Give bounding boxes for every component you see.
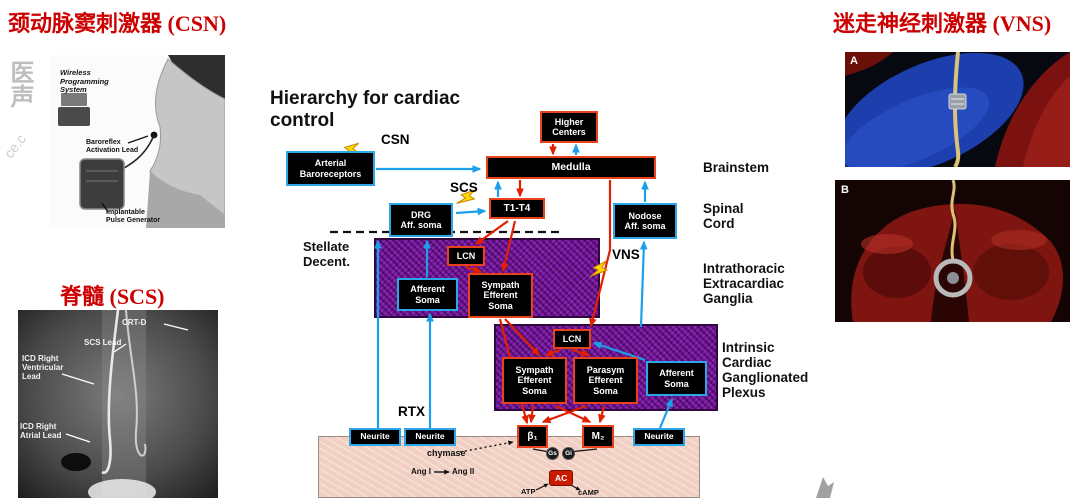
atp-label: ATP (521, 487, 536, 496)
icd-ra-label: ICD Right Atrial Lead (20, 422, 62, 441)
bright-region (88, 479, 156, 498)
node-nodose-aff-soma: Nodose Aff. soma (613, 203, 677, 239)
crtd-label: CRT-D (122, 318, 147, 327)
brainstem-label: Brainstem (703, 160, 770, 175)
node-sympath-efferent-soma-1: Sympath Efferent Soma (468, 273, 533, 318)
pulse-generator-device (79, 158, 125, 210)
node-m2-receptor: M₂ (582, 425, 614, 448)
node-afferent-soma-2: Afferent Soma (646, 361, 707, 396)
csn-label: CSN (381, 132, 410, 147)
csn-device-figure: Wireless Programming System Baroreflex A… (50, 55, 225, 228)
node-arterial-baroreceptors: Arterial Baroreceptors (286, 151, 375, 186)
electrode-clip (948, 93, 967, 110)
watermark-arc-text: ce.c (0, 130, 30, 162)
vessel-shade-right (973, 244, 1049, 300)
rtx-label: RTX (398, 404, 425, 419)
adenylyl-cyclase-box: AC (549, 470, 574, 486)
device-wire (950, 180, 957, 261)
node-parasym-efferent-soma: Parasym Efferent Soma (573, 357, 638, 404)
ang1-label: Ang I (411, 467, 431, 476)
wireless-system-label: Wireless Programming System (60, 68, 109, 95)
node-medulla: Medulla (486, 156, 656, 179)
implant-ring (933, 258, 973, 298)
node-neurite-3: Neurite (633, 428, 685, 446)
spinal-cord-label: Spinal Cord (703, 201, 744, 232)
label-arrow (127, 135, 149, 144)
vns-figure-b: B (835, 180, 1070, 322)
pulse-generator-label: Implantable Pulse Generator (106, 209, 161, 225)
camp-label: cAMP (578, 488, 599, 497)
node-lcn-2: LCN (553, 329, 591, 349)
lead-coil (61, 453, 91, 471)
highlight-streak (861, 234, 913, 254)
scs-label: SCS (450, 180, 478, 195)
baroreflex-lead-label: Baroreflex Activation Lead (86, 139, 139, 155)
scs-xray-figure: CRT-D SCS Lead ICD Right Ventricular Lea… (18, 310, 218, 498)
shoulder-shape (146, 171, 225, 228)
scs-lead-line (101, 310, 120, 474)
cursor-artifact (816, 477, 834, 498)
xray-art (18, 310, 218, 498)
ang2-label: Ang II (452, 467, 475, 476)
node-sympath-efferent-soma-2: Sympath Efferent Soma (502, 357, 567, 404)
xray-background (18, 310, 218, 498)
node-neurite-2: Neurite (404, 428, 456, 446)
red-vessel-left (845, 52, 893, 76)
red-vessel-shade (1023, 76, 1070, 167)
chymase-label: chymase (427, 448, 466, 458)
scs-title: 脊髓 (SCS) (60, 284, 165, 309)
gs-protein: Gs (546, 447, 559, 460)
electrode-wire (952, 52, 961, 167)
intrinsic-plexus-label: Intrinsic Cardiac Ganglionated Plexus (722, 340, 809, 401)
vessel-shade-left (863, 246, 931, 298)
figure-b-letter: B (841, 184, 849, 196)
vns-title: 迷走神经刺激器 (VNS) (833, 11, 1052, 36)
node-neurite-1: Neurite (349, 428, 401, 446)
diagram-title: Hierarchy for cardiac control (270, 88, 461, 132)
label-arrow (101, 202, 109, 213)
stellate-decent-label: Stellate Decent. (303, 239, 350, 269)
laptop-icon (58, 107, 90, 126)
watermark-text: 医声 (6, 60, 32, 108)
node-lcn-1: LCN (447, 246, 485, 266)
icd-rv-label: ICD Right Ventricular Lead (22, 354, 64, 382)
node-beta1-receptor: β₁ (517, 425, 548, 448)
laptop-screen-icon (61, 93, 87, 106)
intrathoracic-label: Intrathoracic Extracardiac Ganglia (703, 261, 785, 307)
node-afferent-soma-1: Afferent Soma (397, 278, 458, 311)
icd-lead-line (125, 310, 147, 457)
scs-lead-label: SCS Lead (84, 338, 122, 347)
vns-label: VNS (612, 247, 640, 262)
csn-title: 颈动脉窦刺激器 (CSN) (8, 11, 227, 36)
vns-b-art (835, 180, 1070, 322)
node-drg-aff-soma: DRG Aff. soma (389, 203, 453, 237)
csn-device-art (58, 55, 225, 228)
gi-protein: Gi (562, 447, 575, 460)
implant-core (947, 272, 959, 284)
highlight-streak2 (991, 230, 1047, 250)
vns-figure-a: A (845, 52, 1070, 167)
vns-a-art (845, 52, 1070, 167)
node-t1-t4: T1-T4 (489, 198, 545, 219)
figure-a-letter: A (850, 55, 858, 67)
node-higher-centers: Higher Centers (540, 111, 598, 143)
